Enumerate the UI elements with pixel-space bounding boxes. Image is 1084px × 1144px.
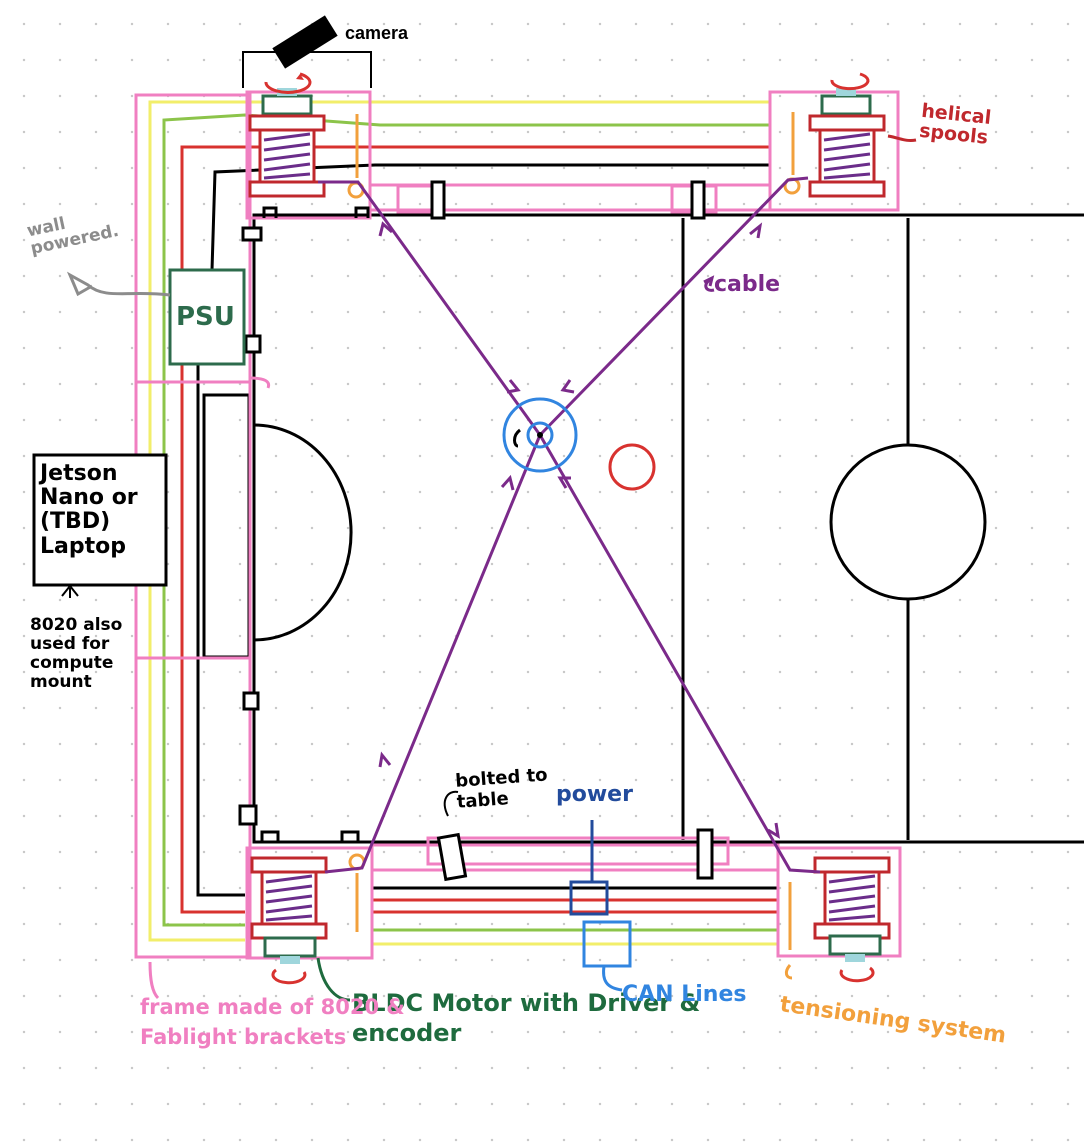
wire-green xyxy=(162,113,770,927)
frame-bottom-slot xyxy=(426,836,730,866)
frame-top-right-corner xyxy=(768,90,900,212)
compute-mount-label: 8020 also used for compute mount xyxy=(30,615,123,693)
compute-label: Jetson Nano or (TBD) Laptop xyxy=(40,461,138,559)
puck xyxy=(608,443,656,491)
cable-bottom-left xyxy=(324,434,542,874)
camera-mount xyxy=(242,51,372,88)
frame-hook xyxy=(249,376,271,389)
motor-bottom-right xyxy=(828,934,882,956)
psu xyxy=(168,268,246,366)
wire-black-lower xyxy=(196,360,245,897)
table-center-circle xyxy=(829,443,987,601)
bolted-leader xyxy=(443,790,459,817)
compute-mount-arrow xyxy=(61,584,79,598)
can-box xyxy=(582,920,632,968)
frame-label: frame made of 8020 & Fablight brackets xyxy=(140,995,405,1050)
paddle-center-dot xyxy=(537,432,543,438)
paddle xyxy=(502,397,578,473)
table-outline xyxy=(252,213,1084,844)
bolted-to-table-label: bolted to table xyxy=(454,764,549,813)
frame xyxy=(134,90,902,960)
cable-bottom-right xyxy=(538,434,821,874)
table xyxy=(202,213,1084,844)
cable-label: cable xyxy=(714,272,781,297)
tensioning-system xyxy=(347,112,801,980)
frame-top-left-corner xyxy=(245,90,372,220)
camera-label: camera xyxy=(345,23,409,43)
spool-top-right xyxy=(808,72,886,198)
fasteners xyxy=(238,180,714,882)
frame-bottom-right-corner xyxy=(776,846,902,958)
motor-bottom-left xyxy=(263,936,317,958)
spool-top-left xyxy=(248,72,326,198)
frame-bottom-left-corner xyxy=(245,846,374,960)
paddle-arc xyxy=(513,428,522,448)
can-lines-label: CAN Lines xyxy=(622,982,747,1007)
spool-bottom-right xyxy=(813,856,891,983)
power-box xyxy=(569,880,609,916)
wire-red xyxy=(180,145,770,914)
wiring-harness xyxy=(148,100,778,946)
bldc-leader xyxy=(316,957,351,1002)
table-goal xyxy=(202,393,251,659)
helical-leader xyxy=(887,134,917,142)
cable-top-right xyxy=(538,176,809,437)
spool-bottom-left xyxy=(250,856,328,985)
compute-box xyxy=(32,453,168,587)
cables xyxy=(318,176,821,874)
frame-leader xyxy=(148,961,160,1000)
camera-body xyxy=(272,15,338,69)
cable-label-arrow xyxy=(703,275,715,292)
power-label: power xyxy=(556,782,633,807)
psu-label: PSU xyxy=(176,302,235,332)
wire-yellow xyxy=(148,100,770,942)
frame-top-rail xyxy=(370,183,772,212)
wall-power-arrow xyxy=(66,271,171,297)
motor-top-left xyxy=(261,94,313,116)
can-leader xyxy=(602,965,623,992)
cable-top-left xyxy=(318,180,542,436)
table-goal-crease xyxy=(253,423,353,642)
bldc-motor-label: BLDC Motor with Driver & encoder xyxy=(352,989,701,1047)
motor-top-right xyxy=(820,94,872,116)
camera xyxy=(242,15,372,88)
frame-bottom-rail xyxy=(372,843,780,872)
